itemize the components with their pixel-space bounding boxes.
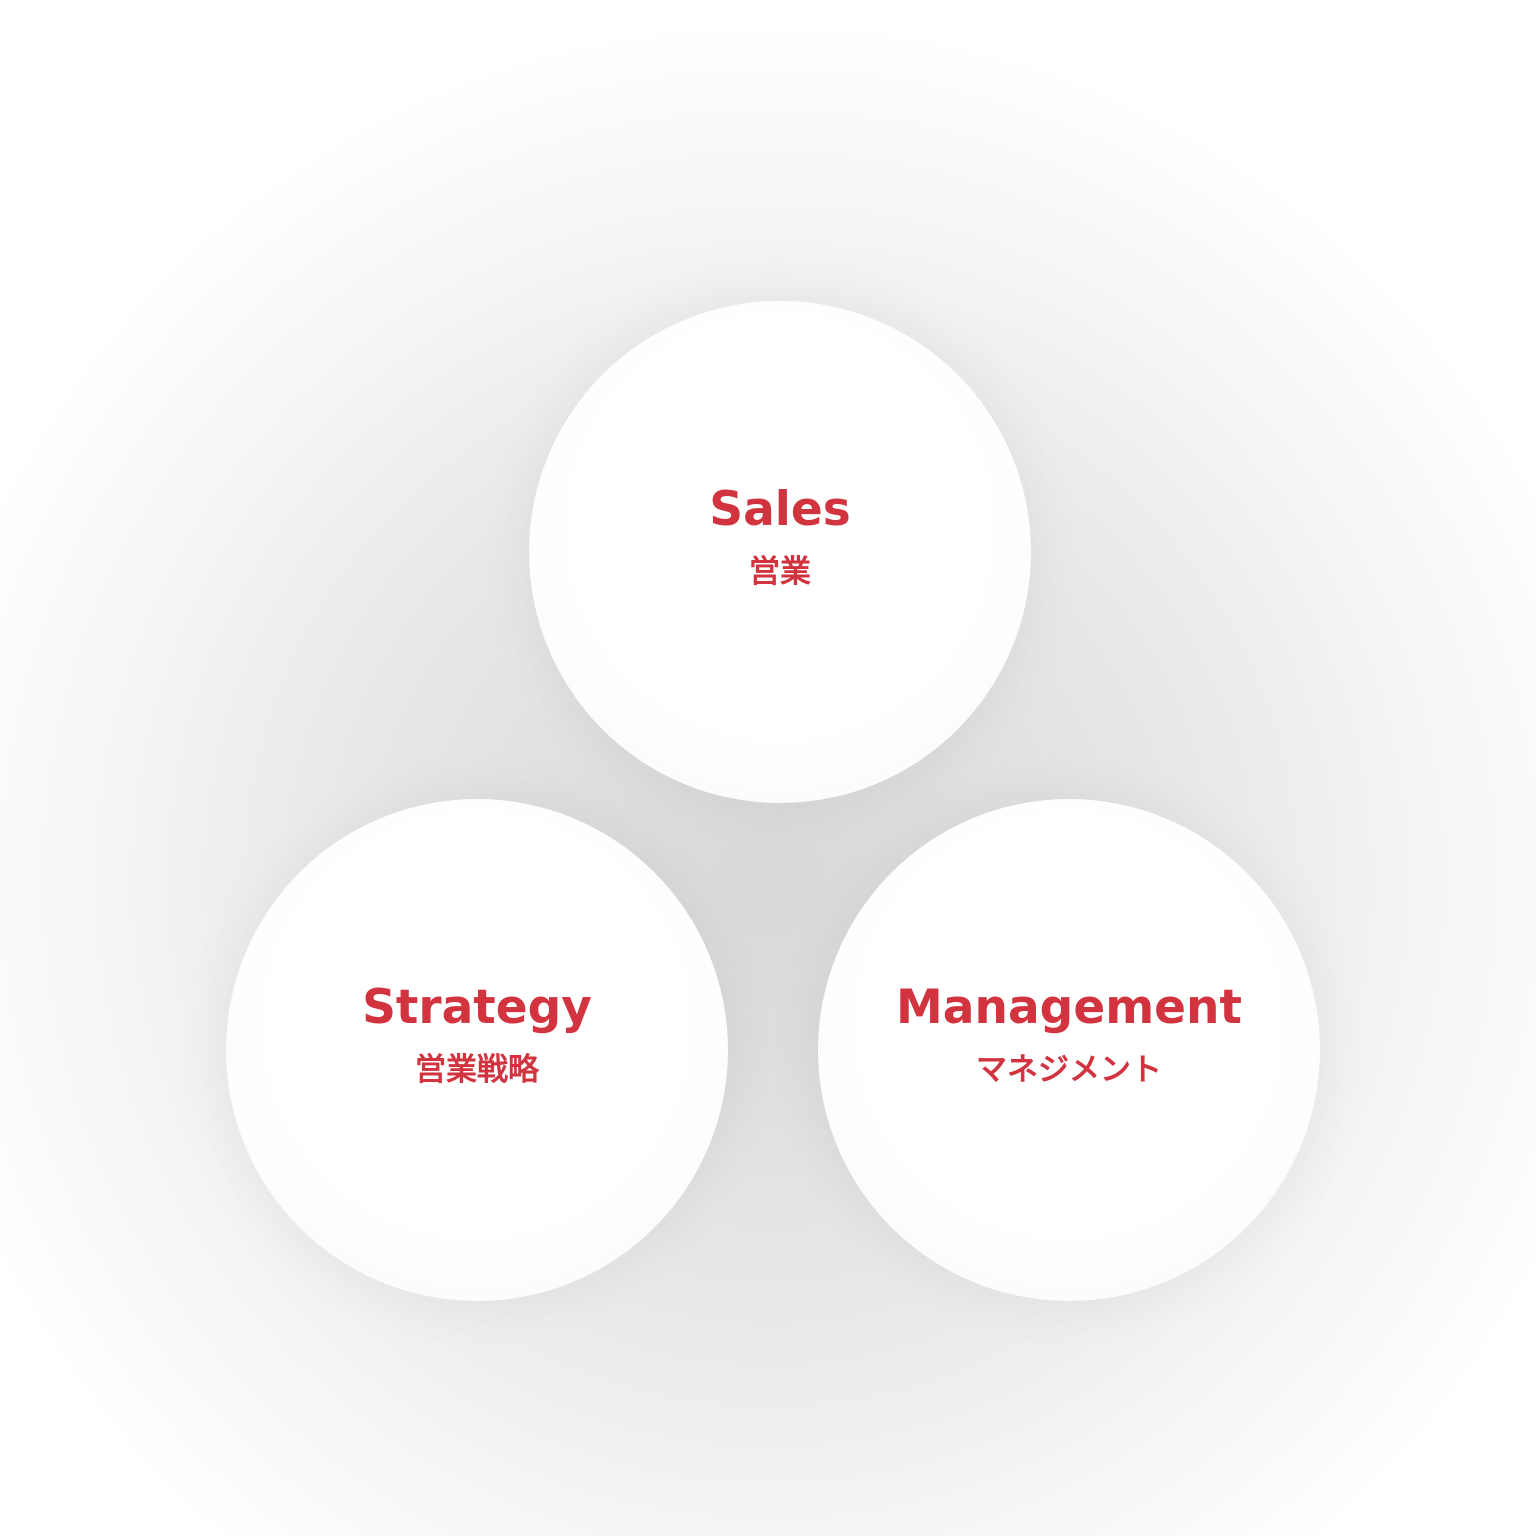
circle-strategy: Strategy 営業戦略 <box>226 799 728 1301</box>
sales-title: Sales <box>709 482 851 537</box>
circle-management: Management マネジメント <box>818 799 1320 1301</box>
sales-subtitle: 営業 <box>749 554 811 590</box>
strategy-title: Strategy <box>362 980 592 1035</box>
strategy-subtitle: 営業戦略 <box>415 1052 539 1088</box>
management-subtitle: マネジメント <box>976 1052 1162 1088</box>
management-title: Management <box>896 980 1242 1035</box>
circle-sales: Sales 営業 <box>529 301 1031 803</box>
